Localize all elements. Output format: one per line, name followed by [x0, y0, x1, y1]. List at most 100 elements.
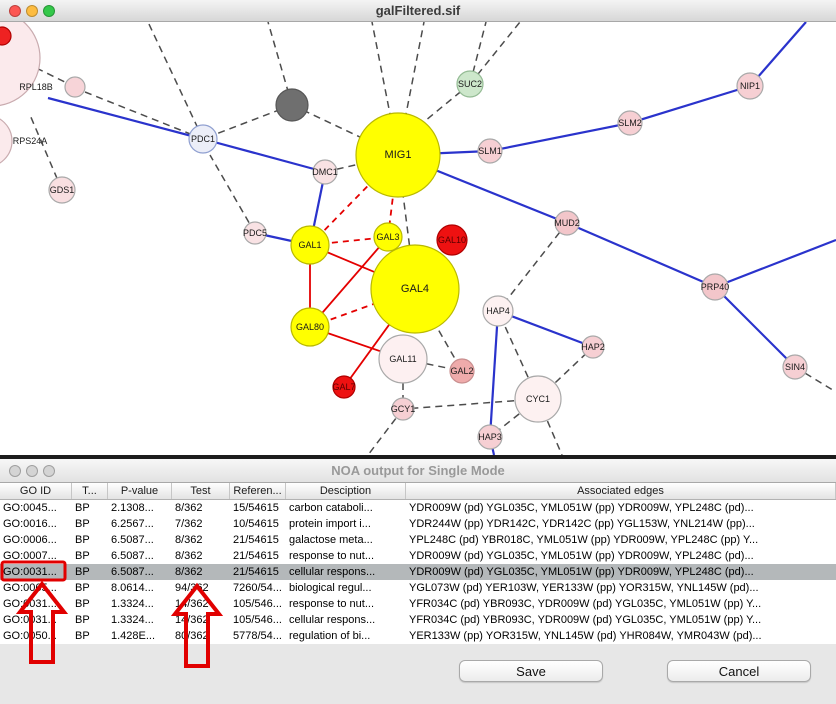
node-gal80[interactable]	[290, 307, 330, 347]
node-pdc5[interactable]	[243, 221, 267, 245]
column-header-5[interactable]: Desciption	[286, 483, 406, 499]
node-hap2[interactable]	[581, 335, 605, 359]
node-label: SIN4	[785, 362, 805, 372]
column-header-6[interactable]: Associated edges	[406, 483, 836, 499]
node-rpl18b[interactable]	[64, 76, 86, 98]
edge-pd	[537, 398, 563, 455]
noa-window-titlebar[interactable]: NOA output for Single Mode	[0, 459, 836, 483]
node-mig1[interactable]	[355, 112, 441, 198]
table-cell: 80/362	[175, 630, 209, 642]
table-cell: GO:0016...	[3, 518, 57, 530]
node-gal10[interactable]	[436, 224, 468, 256]
node-nip1[interactable]	[736, 72, 764, 100]
table-cell: GO:0065...	[3, 582, 57, 594]
close-icon[interactable]	[9, 464, 21, 477]
column-header-4[interactable]: Referen...	[230, 483, 286, 499]
node-slm1[interactable]	[477, 138, 503, 164]
table-cell: BP	[75, 630, 90, 642]
edge-pd	[794, 366, 836, 393]
node-label: NIP1	[740, 81, 760, 91]
edge-pd	[397, 22, 425, 156]
node-sin4[interactable]	[782, 354, 808, 380]
minimize-icon[interactable]	[26, 464, 38, 477]
table-cell: YDR009W (pd) YGL035C, YML051W (pp) YDR00…	[409, 566, 754, 578]
table-cell: 8/362	[175, 550, 203, 562]
table-cell: cellular respons...	[289, 566, 376, 578]
save-button[interactable]: Save	[459, 660, 603, 682]
table-cell: 7/362	[175, 518, 203, 530]
table-cell: 14/362	[175, 598, 209, 610]
node-gcy1[interactable]	[391, 397, 415, 421]
table-cell: GO:0031...	[3, 614, 57, 626]
node-cyc1[interactable]	[514, 375, 562, 423]
node-gal11[interactable]	[378, 334, 428, 384]
close-icon[interactable]	[9, 4, 21, 17]
column-header-0[interactable]: GO ID	[0, 483, 72, 499]
table-cell: 8/362	[175, 534, 203, 546]
node-rps24a[interactable]	[0, 115, 13, 167]
node-suc2[interactable]	[456, 70, 484, 98]
minimize-icon[interactable]	[26, 4, 38, 17]
node-dmc1[interactable]	[312, 159, 338, 185]
node-gal7[interactable]	[332, 375, 356, 399]
table-cell: GO:0050...	[3, 630, 57, 642]
node-slm2[interactable]	[617, 110, 643, 136]
edge-pd	[367, 408, 404, 455]
column-header-1[interactable]: T...	[72, 483, 108, 499]
node-gal4[interactable]	[370, 244, 460, 334]
table-cell: YDR244W (pp) YDR142C, YDR142C (pp) YGL15…	[409, 518, 755, 530]
node-gds1[interactable]	[48, 176, 76, 204]
edge-pd	[209, 154, 256, 234]
zoom-icon[interactable]	[43, 4, 55, 17]
node-label: PRP40	[701, 282, 730, 292]
table-cell: 105/546...	[233, 598, 282, 610]
edge-pd	[79, 89, 204, 140]
node-hap4[interactable]	[482, 295, 514, 327]
cancel-button[interactable]: Cancel	[667, 660, 811, 682]
node-pdc1[interactable]	[188, 124, 218, 154]
node-gal3[interactable]	[373, 222, 403, 252]
node-gal1[interactable]	[290, 225, 330, 265]
node-unlabeled[interactable]	[275, 88, 309, 122]
zoom-icon[interactable]	[43, 464, 55, 477]
table-cell: YFR034C (pd) YBR093C, YDR009W (pd) YGL03…	[409, 598, 762, 610]
column-header-2[interactable]: P-value	[108, 483, 172, 499]
table-cell: 7260/54...	[233, 582, 282, 594]
table-cell: 6.5087...	[111, 534, 154, 546]
table-cell: 8/362	[175, 566, 203, 578]
node-unlabeled[interactable]	[0, 26, 12, 46]
node-hap3[interactable]	[477, 424, 503, 450]
node-label: GAL1	[298, 240, 321, 250]
node-label: GAL3	[376, 232, 399, 242]
node-mud2[interactable]	[554, 210, 580, 236]
node-gal2[interactable]	[449, 358, 475, 384]
node-label: GAL4	[401, 283, 429, 295]
edge-pp	[497, 309, 594, 349]
table-cell: 105/546...	[233, 614, 282, 626]
node-unlabeled[interactable]	[0, 22, 41, 106]
table-cell: GO:0045...	[3, 502, 57, 514]
node-label: HAP4	[486, 306, 510, 316]
table-cell: 15/54615	[233, 502, 279, 514]
edge-pp	[47, 96, 204, 141]
edge-pp	[566, 221, 716, 289]
node-label: GAL2	[450, 366, 473, 376]
node-prp40[interactable]	[701, 273, 729, 301]
node-label: PDC5	[243, 228, 267, 238]
table-cell: YDR009W (pd) YGL035C, YML051W (pp) YDR00…	[409, 550, 754, 562]
network-window-titlebar[interactable]: galFiltered.sif	[0, 0, 836, 22]
column-header-3[interactable]: Test	[172, 483, 230, 499]
table-cell: 1.3324...	[111, 598, 154, 610]
node-label: RPS24A	[13, 136, 48, 146]
network-graph[interactable]: RPS24ARPL18BGDS1PDC1DMC1MIG1SUC2SLM1SLM2…	[0, 22, 836, 455]
